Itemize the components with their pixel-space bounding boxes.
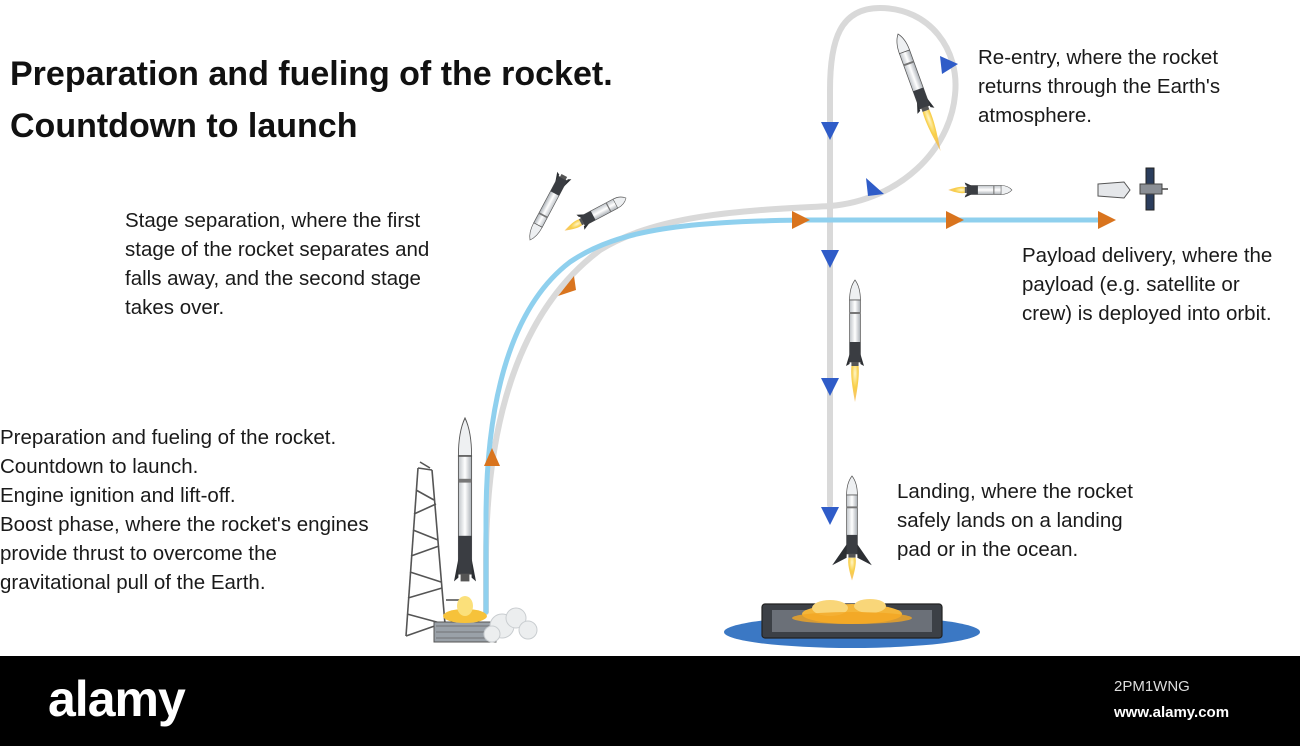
launch-label-line-5: provide thrust to overcome the (0, 539, 369, 568)
launch-tower-icon (406, 462, 462, 636)
rocket-icon-launch (454, 418, 476, 581)
reentry-label-line-1: Re-entry, where the rocket (978, 43, 1220, 72)
return-arrow-4 (821, 250, 839, 268)
rocket-icon-landing (832, 476, 872, 581)
landing-label-line-1: Landing, where the rocket (897, 477, 1133, 506)
launch-label-line-4: Boost phase, where the rocket's engines (0, 510, 369, 539)
reentry-label-line-2: returns through the Earth's (978, 72, 1220, 101)
payload-capsule-icon (948, 183, 1012, 198)
launch-label-line-3: Engine ignition and lift-off. (0, 481, 369, 510)
return-arrow-6 (821, 507, 839, 525)
ascent-arrow-4 (946, 211, 964, 229)
separation-label-line-2: stage of the rocket separates and (125, 235, 429, 264)
payload-fairing-icon (1098, 182, 1130, 198)
return-arrow-3 (821, 122, 839, 140)
landing-label: Landing, where the rocket safely lands o… (897, 477, 1133, 564)
title-line-1: Preparation and fueling of the rocket. (10, 48, 613, 100)
ascent-arrow-3 (792, 211, 810, 229)
separation-label-line-1: Stage separation, where the first (125, 206, 429, 235)
separation-label-line-4: takes over. (125, 293, 429, 322)
smoke-cloud-icon (484, 608, 537, 642)
watermark-footer: alamy 2PM1WNG www.alamy.com (0, 656, 1300, 746)
rocket-icon-first-stage (523, 172, 571, 244)
payload-label-line-1: Payload delivery, where the (1022, 241, 1272, 270)
reentry-label-line-3: atmosphere. (978, 101, 1220, 130)
title-line-2: Countdown to launch (10, 100, 613, 152)
satellite-icon (1140, 168, 1168, 210)
reentry-label: Re-entry, where the rocket returns throu… (978, 43, 1220, 130)
payload-label-line-3: crew) is deployed into orbit. (1022, 299, 1272, 328)
rocket-icon-descent (846, 280, 864, 402)
separation-label-line-3: falls away, and the second stage (125, 264, 429, 293)
alamy-logo: alamy (48, 670, 185, 728)
landing-pad-icon (724, 599, 980, 648)
ascent-arrow-5 (1098, 211, 1116, 229)
return-arrows (821, 56, 958, 525)
launch-label-line-2: Countdown to launch. (0, 452, 369, 481)
return-arrow-5 (821, 378, 839, 396)
site-url: www.alamy.com (1114, 704, 1229, 721)
diagram-title: Preparation and fueling of the rocket. C… (10, 48, 613, 152)
payload-label-line-2: payload (e.g. satellite or (1022, 270, 1272, 299)
separation-label: Stage separation, where the first stage … (125, 206, 429, 322)
payload-label: Payload delivery, where the payload (e.g… (1022, 241, 1272, 328)
launch-label: Preparation and fueling of the rocket. C… (0, 423, 369, 597)
return-arrow-2 (866, 178, 884, 196)
landing-label-line-2: safely lands on a landing (897, 506, 1133, 535)
landing-label-line-3: pad or in the ocean. (897, 535, 1133, 564)
image-id: 2PM1WNG (1114, 678, 1190, 695)
rocket-icon-second-stage (561, 190, 630, 238)
launch-label-line-6: gravitational pull of the Earth. (0, 568, 369, 597)
launch-label-line-1: Preparation and fueling of the rocket. (0, 423, 369, 452)
